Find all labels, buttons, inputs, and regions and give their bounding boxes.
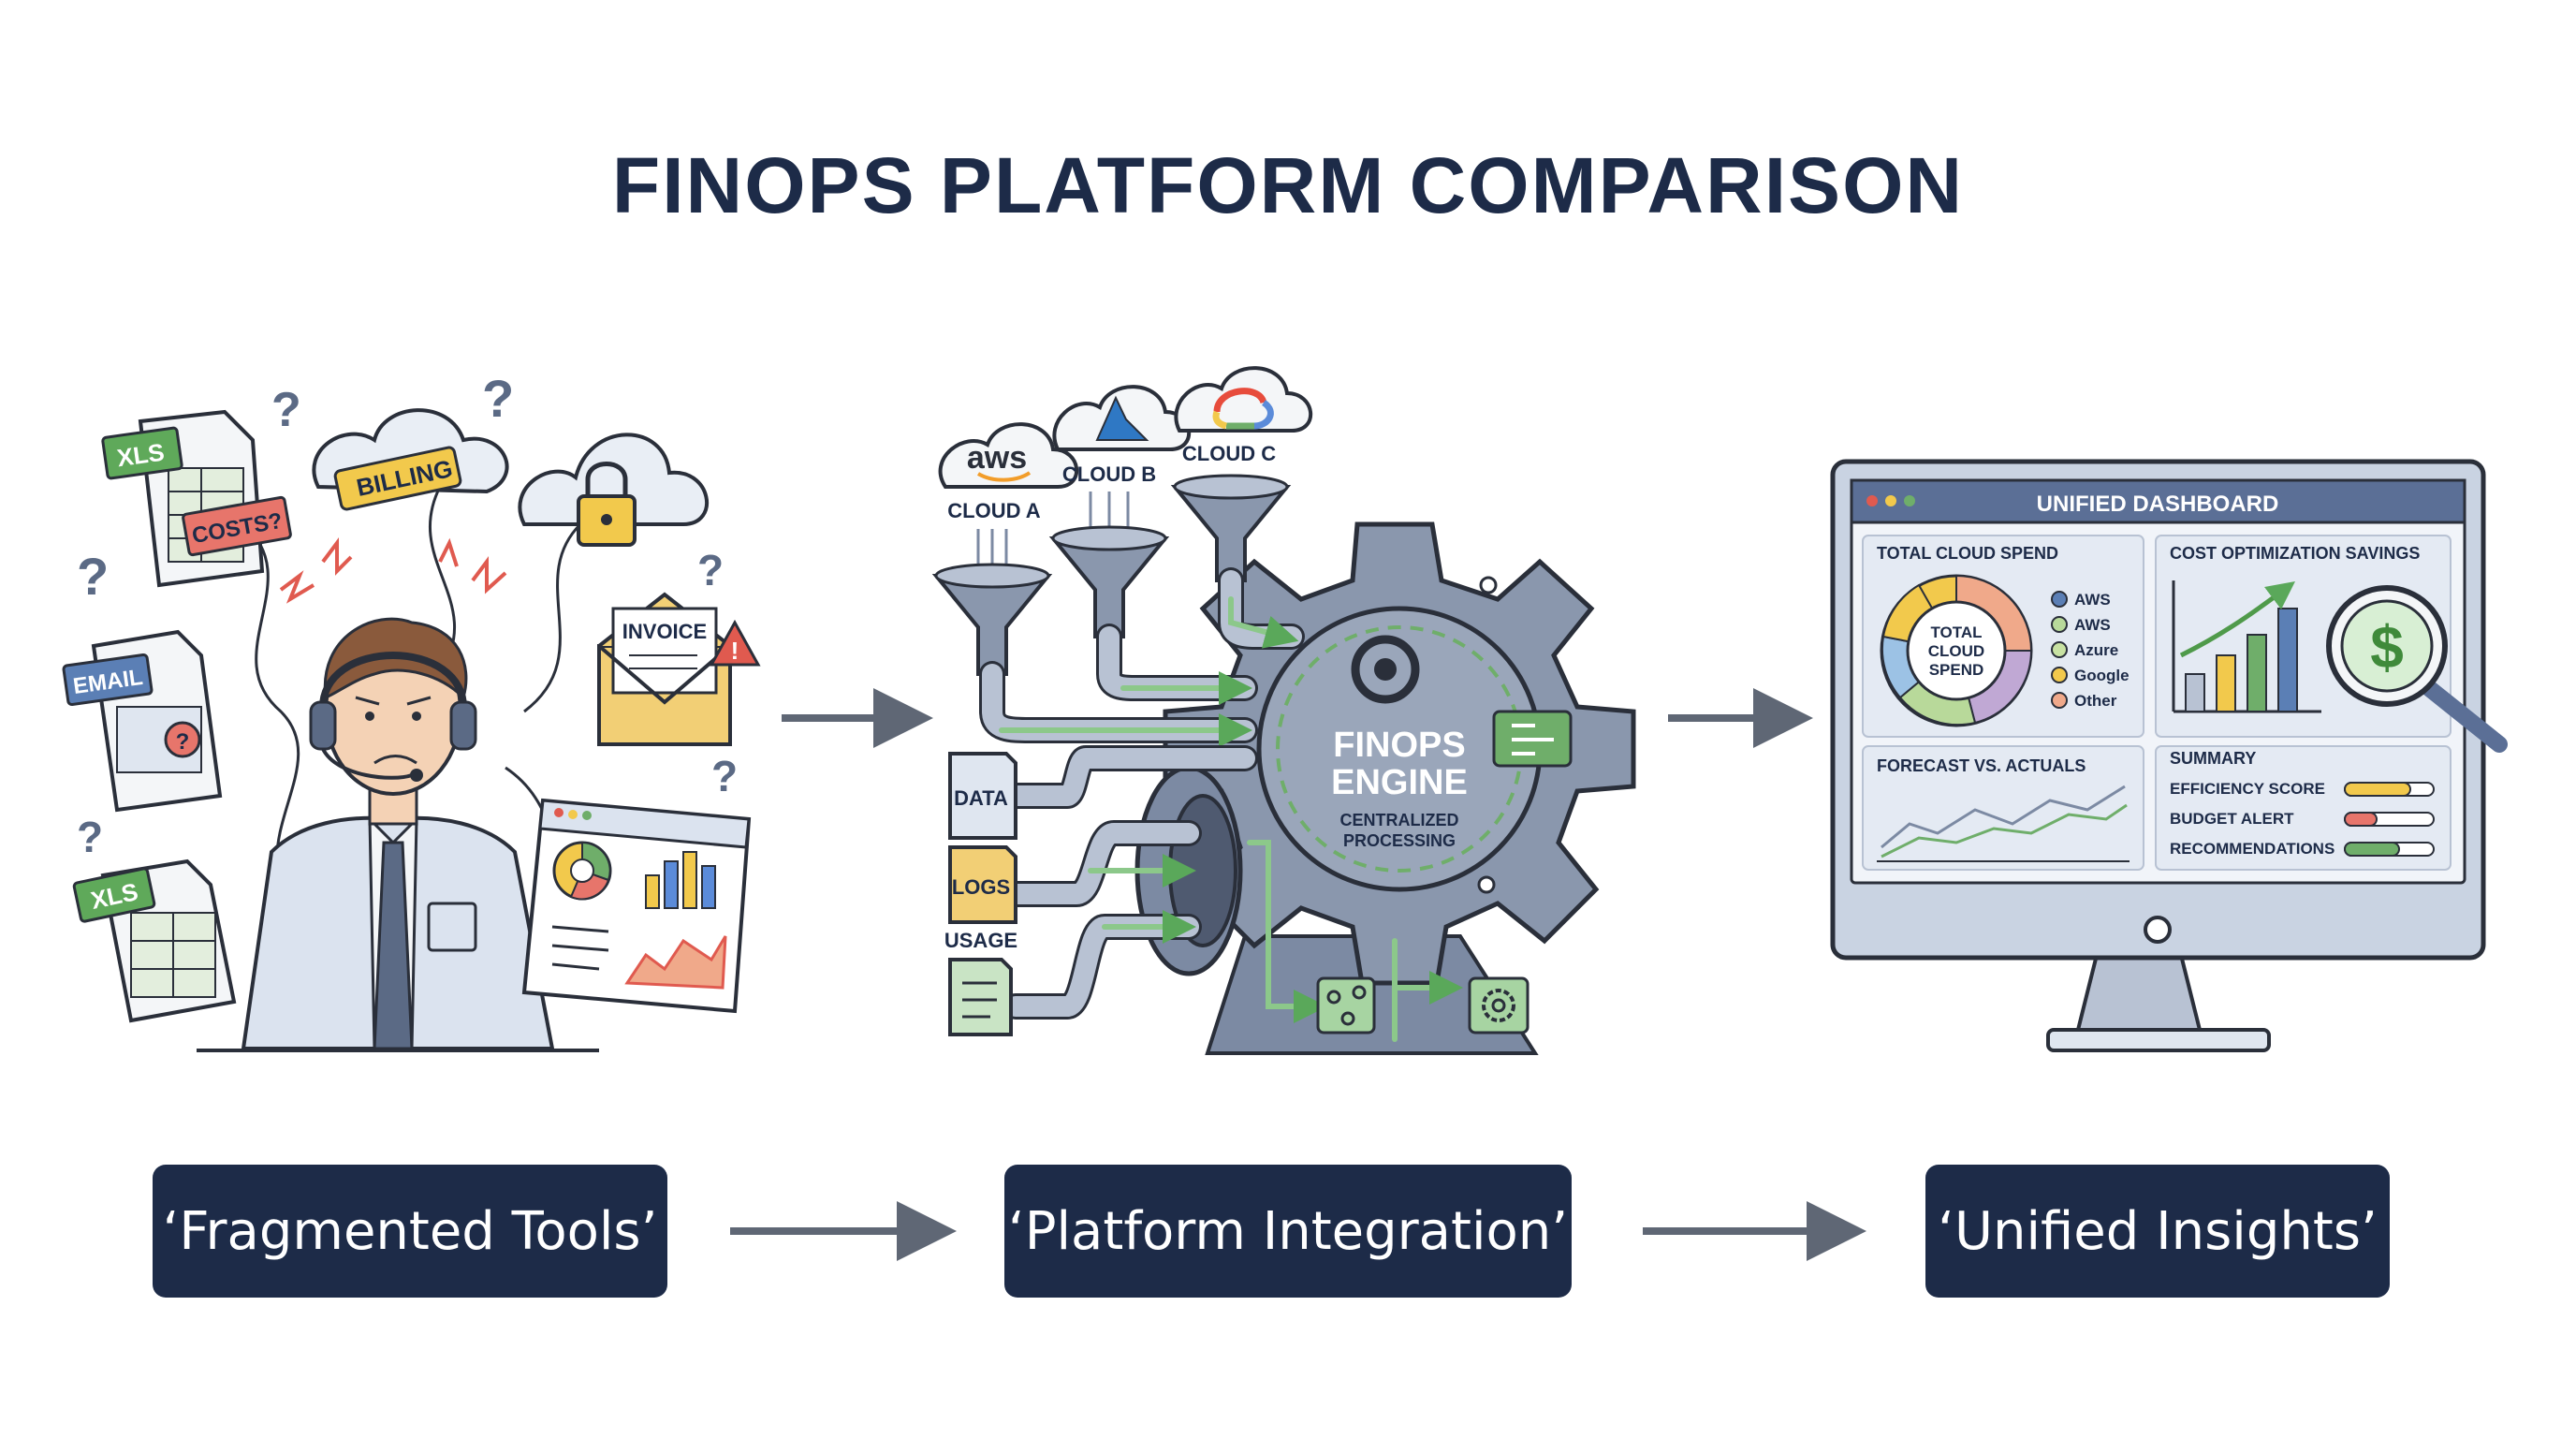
dashboard-title: UNIFIED DASHBOARD [2037, 492, 2279, 517]
xls-top-label: XLS [115, 438, 166, 473]
fragmented-tools-illustration: XLS COSTS? BILLING ? EMAIL [62, 369, 761, 1052]
unified-dashboard-monitor: UNIFIED DASHBOARD TOTAL CLOUD SPEND TOTA… [1830, 459, 2508, 1052]
svg-text:!: ! [731, 637, 739, 665]
usage-label: USAGE [944, 929, 1017, 952]
savings-title: COST OPTIMIZATION SAVINGS [2170, 544, 2420, 563]
engine-title-line1: FINOPS [1333, 726, 1465, 765]
aws-cloud-icon: aws CLOUD A [938, 422, 1079, 522]
stage-label-integration: ‘Platform Integration’ [1004, 1165, 1572, 1298]
xls-spreadsheet-top-icon: XLS [101, 409, 265, 588]
settings-gear-icon [1468, 976, 1530, 1034]
question-mark-icon: ? [77, 813, 103, 861]
usage-document-icon [948, 958, 1013, 1036]
logs-label: LOGS [952, 875, 1010, 899]
stage-label-fragmented: ‘Fragmented Tools’ [153, 1165, 667, 1298]
report-dashboard-sheet-icon [521, 798, 752, 1014]
aws-logo-text: aws [967, 440, 1027, 476]
platform-integration-illustration: FINOPS ENGINE CENTRALIZED PROCESSING aws… [931, 366, 1636, 1055]
efficiency-score-bar [2344, 782, 2411, 797]
funnel-b-icon [1048, 525, 1170, 638]
total-spend-donut-chart: TOTAL CLOUD SPEND [1880, 574, 2033, 727]
xls-spreadsheet-bottom-icon: XLS [72, 858, 237, 1023]
invoice-label: INVOICE [622, 620, 707, 643]
invoice-envelope-icon: INVOICE ! [597, 592, 761, 746]
engine-sub-line2: PROCESSING [1343, 831, 1456, 850]
summary-row-label: RECOMMENDATIONS [2170, 840, 2334, 858]
magnifier-dollar-icon: $ [2326, 585, 2508, 753]
costs-tag: COSTS? [182, 495, 292, 557]
donut-legend: AWS AWS Azure Google Other [2051, 591, 2130, 710]
forecast-line-chart [1877, 785, 2130, 862]
legend-item: Google [2074, 667, 2130, 684]
lock-cloud-icon [518, 433, 709, 547]
recommendations-bar [2344, 842, 2400, 857]
legend-item: AWS [2074, 616, 2111, 634]
summary-row-label: BUDGET ALERT [2170, 810, 2294, 828]
funnel-a-icon [931, 563, 1053, 676]
stressed-person-icon [197, 617, 599, 1052]
engine-sub-line1: CENTRALIZED [1340, 811, 1459, 829]
legend-item: Other [2074, 692, 2117, 710]
budget-alert-bar [2344, 812, 2378, 827]
stage-label-unified: ‘Unified Insights’ [1925, 1165, 2390, 1298]
legend-item: AWS [2074, 591, 2111, 609]
question-mark-icon: ? [482, 369, 514, 428]
billing-cloud-icon: BILLING [312, 408, 509, 511]
page-title: FINOPS PLATFORM COMPARISON [611, 141, 1965, 229]
summary-title: SUMMARY [2170, 749, 2256, 768]
question-mark-icon: ? [271, 383, 301, 437]
data-label: DATA [954, 786, 1008, 810]
email-document-icon: ? EMAIL [62, 629, 223, 813]
azure-cloud-icon: CLOUD B [1052, 385, 1192, 486]
cloud-a-label: CLOUD A [947, 499, 1041, 522]
cloud-c-label: CLOUD C [1182, 442, 1276, 465]
data-document-icon: DATA [948, 752, 1017, 840]
savings-bar-chart [2172, 580, 2321, 713]
cloud-b-label: CLOUD B [1062, 462, 1156, 486]
logs-document-icon: LOGS [948, 845, 1017, 924]
svg-text:?: ? [176, 729, 190, 755]
engine-title-line2: ENGINE [1331, 763, 1468, 802]
donut-center-line3: SPEND [1929, 661, 1984, 679]
legend-item: Azure [2074, 641, 2118, 659]
question-mark-icon: ? [711, 752, 738, 800]
question-mark-icon: ? [77, 547, 109, 606]
dollar-symbol: $ [2370, 613, 2404, 681]
forecast-title: FORECAST VS. ACTUALS [1877, 756, 2086, 775]
summary-row-label: EFFICIENCY SCORE [2170, 780, 2325, 798]
question-mark-icon: ? [697, 546, 724, 594]
donut-center-line1: TOTAL [1930, 624, 1982, 641]
total-spend-title: TOTAL CLOUD SPEND [1877, 544, 2058, 563]
google-cloud-icon: CLOUD C [1174, 366, 1313, 465]
donut-center-line2: CLOUD [1928, 642, 1984, 660]
funnel-c-icon [1170, 474, 1292, 582]
